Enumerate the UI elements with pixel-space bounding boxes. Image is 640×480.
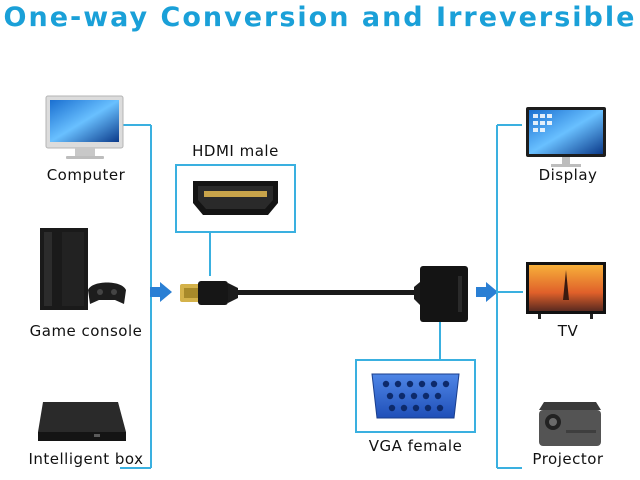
game-console-label: Game console	[29, 322, 143, 340]
intelligent-box-icon	[38, 402, 126, 441]
hdmi-male-label: HDMI male	[192, 142, 279, 160]
vga-female-label: VGA female	[368, 437, 463, 455]
output-arrow-icon	[476, 282, 498, 302]
input-arrow-icon	[150, 282, 172, 302]
display-label: Display	[538, 166, 598, 184]
display-icon	[526, 107, 606, 167]
tv-label: TV	[557, 322, 579, 340]
vga-port-icon	[371, 373, 460, 419]
computer-icon	[45, 95, 124, 159]
hdmi-port-icon	[193, 181, 278, 215]
adapter-cable	[180, 266, 468, 322]
tv-icon	[526, 262, 606, 319]
projector-label: Projector	[532, 450, 604, 468]
right-bracket	[496, 124, 522, 469]
intelligent-box-label: Intelligent box	[28, 450, 144, 468]
page-title: One-way Conversion and Irreversible	[3, 2, 637, 33]
game-console-icon	[40, 228, 126, 310]
projector-icon	[539, 402, 601, 446]
computer-label: Computer	[46, 166, 126, 184]
